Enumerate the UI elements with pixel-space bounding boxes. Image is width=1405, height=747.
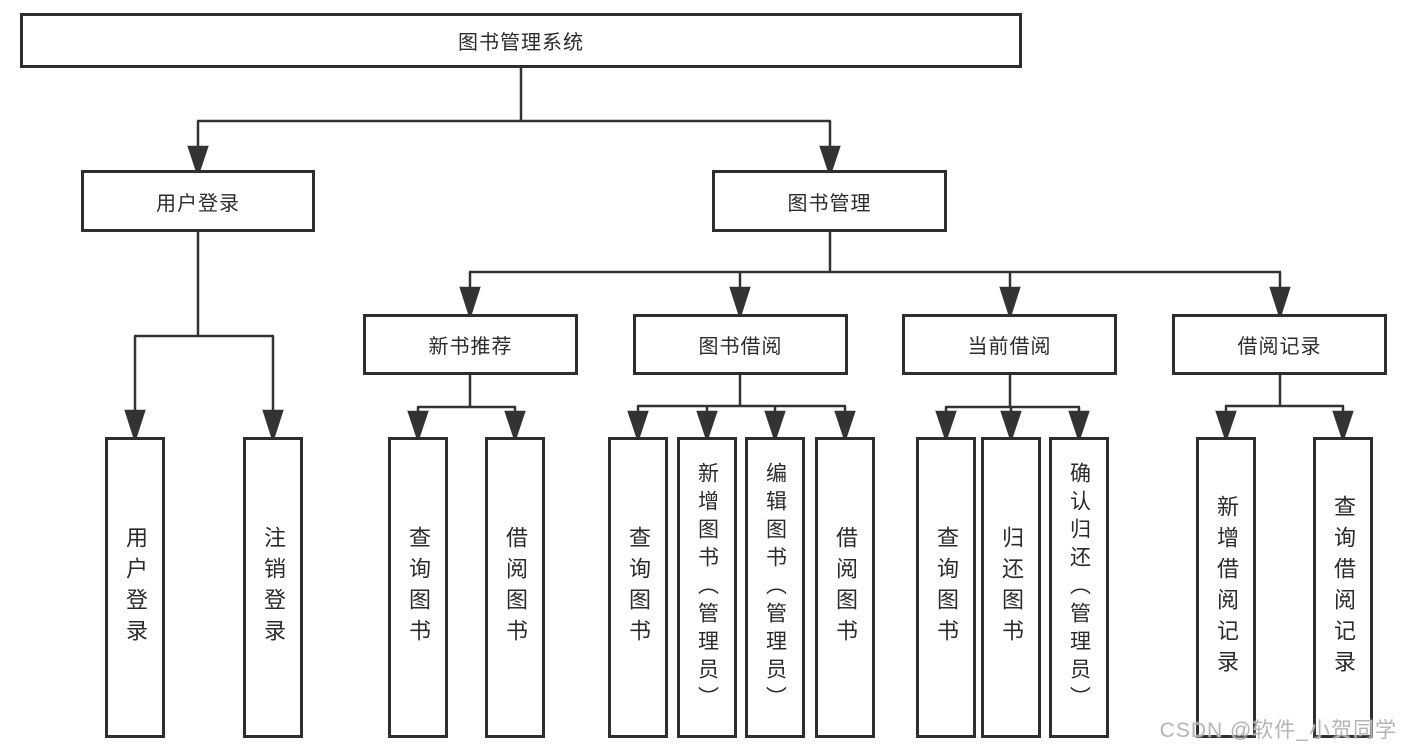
leaf-recommend-query-book: 查询图书 xyxy=(388,437,448,738)
node-borrow-record-label: 借阅记录 xyxy=(1237,336,1322,358)
node-user-login-label: 用户登录 xyxy=(156,192,240,215)
node-user-login: 用户登录 xyxy=(81,170,315,232)
leaf-query-borrow-record-label: 查询借阅记录 xyxy=(1331,494,1356,681)
leaf-current-return-book: 归还图书 xyxy=(981,437,1041,738)
node-root-label: 图书管理系统 xyxy=(458,32,584,54)
node-borrow-record: 借阅记录 xyxy=(1172,314,1387,375)
node-current-borrow: 当前借阅 xyxy=(902,314,1117,375)
leaf-logout: 注销登录 xyxy=(243,437,303,738)
node-new-book-recommend-label: 新书推荐 xyxy=(428,336,513,358)
leaf-add-borrow-record-label: 新增借阅记录 xyxy=(1214,494,1239,681)
node-book-borrow-label: 图书借阅 xyxy=(698,336,783,358)
leaf-add-borrow-record: 新增借阅记录 xyxy=(1196,437,1256,738)
leaf-borrow-query-book: 查询图书 xyxy=(608,437,668,738)
tree-connectors xyxy=(124,67,1354,444)
leaf-borrow-edit-book-admin: 编辑图书（管理员） xyxy=(745,437,805,738)
node-current-borrow-label: 当前借阅 xyxy=(967,336,1052,358)
csdn-watermark: CSDN @软件_小贺同学 xyxy=(1159,719,1397,742)
leaf-recommend-borrow-book-label: 借阅图书 xyxy=(503,525,528,650)
leaf-user-login: 用户登录 xyxy=(105,437,165,738)
leaf-current-query-book-label: 查询图书 xyxy=(934,525,959,650)
leaf-current-query-book: 查询图书 xyxy=(916,437,976,738)
leaf-recommend-borrow-book: 借阅图书 xyxy=(485,437,545,738)
leaf-current-return-book-label: 归还图书 xyxy=(999,525,1024,650)
leaf-borrow-borrow-book-label: 借阅图书 xyxy=(833,525,858,650)
node-new-book-recommend: 新书推荐 xyxy=(363,314,578,375)
node-book-borrow: 图书借阅 xyxy=(633,314,848,375)
leaf-current-confirm-return-admin: 确认归还（管理员） xyxy=(1049,437,1109,738)
leaf-user-login-label: 用户登录 xyxy=(123,525,148,650)
leaf-recommend-query-book-label: 查询图书 xyxy=(406,525,431,650)
node-book-management-label: 图书管理 xyxy=(787,192,872,215)
leaf-borrow-edit-book-admin-label: 编辑图书（管理员） xyxy=(763,461,787,714)
node-book-management: 图书管理 xyxy=(712,170,947,232)
leaf-borrow-query-book-label: 查询图书 xyxy=(626,525,651,650)
leaf-logout-label: 注销登录 xyxy=(261,525,286,650)
leaf-borrow-add-book-admin-label: 新增图书（管理员） xyxy=(695,461,719,714)
node-root: 图书管理系统 xyxy=(20,13,1022,68)
leaf-query-borrow-record: 查询借阅记录 xyxy=(1313,437,1373,738)
leaf-borrow-borrow-book: 借阅图书 xyxy=(815,437,875,738)
leaf-current-confirm-return-admin-label: 确认归还（管理员） xyxy=(1067,461,1091,714)
leaf-borrow-add-book-admin: 新增图书（管理员） xyxy=(677,437,737,738)
